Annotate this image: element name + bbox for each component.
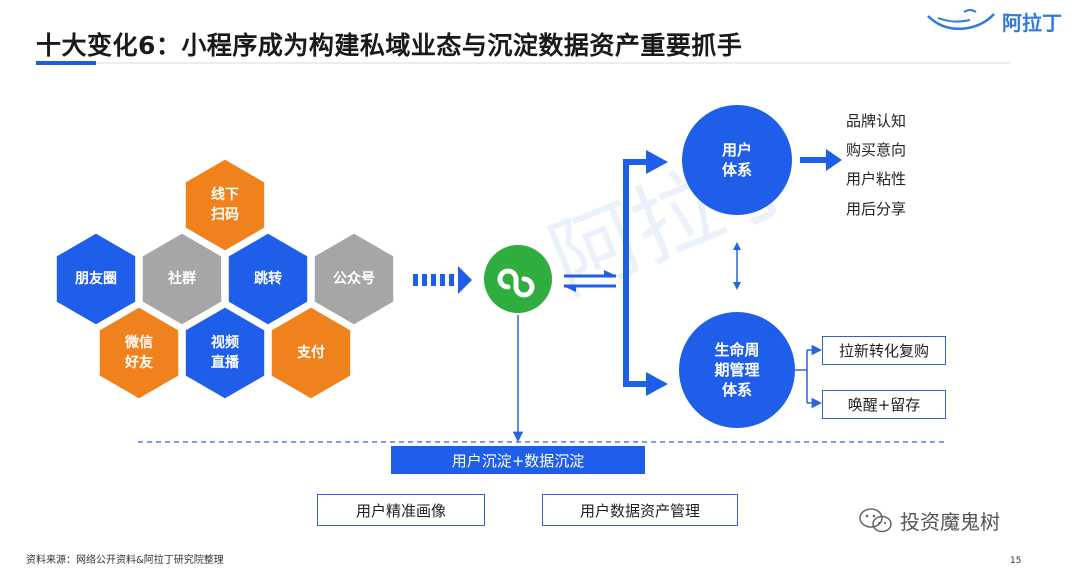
brand-name: 阿拉丁 bbox=[1002, 10, 1062, 35]
dashed-arrow bbox=[413, 266, 472, 294]
hexagon-label-gongzhonghao: 公众号 bbox=[333, 271, 375, 287]
hexagon-zhifu bbox=[268, 304, 354, 402]
hexagon-label-zhifu: 支付 bbox=[297, 345, 325, 361]
attribute-stickiness: 用户粘性 bbox=[846, 170, 907, 188]
bracket-arrows bbox=[623, 150, 668, 396]
wechat-icon bbox=[859, 507, 892, 532]
user-system-label: 用户 体系 bbox=[721, 141, 752, 179]
hexagon-label-xianxia-saoma: 线下 扫码 bbox=[211, 187, 239, 223]
hexagon-label-tiaozhuan: 跳转 bbox=[254, 271, 282, 287]
wechat-watermark: 投资魔鬼树 bbox=[858, 506, 1000, 535]
hexagon-label-shequn: 社群 bbox=[168, 271, 196, 287]
hexagon-label-pengyouquan: 朋友圈 bbox=[75, 271, 117, 287]
asset-management-box: 用户数据资产管理 bbox=[542, 494, 738, 526]
hexagon-pengyouquan bbox=[53, 230, 139, 328]
hexagon-label-weixin-haoyou: 微信 好友 bbox=[125, 335, 153, 371]
circle-link-arrow bbox=[733, 242, 741, 290]
attribute-brand-awareness: 品牌认知 bbox=[846, 112, 907, 130]
channel-hexagons bbox=[53, 156, 397, 402]
reactivation-box: 唤醒+留存 bbox=[822, 390, 946, 419]
hexagon-shequn bbox=[139, 230, 225, 328]
attributes-arrow bbox=[800, 149, 842, 171]
hexagon-weixin-haoyou bbox=[96, 304, 182, 402]
footer-source: 资料来源：网络公开资料&阿拉丁研究院整理 bbox=[26, 555, 224, 566]
page-title: 十大变化6：小程序成为构建私域业态与沉淀数据资产重要抓手 bbox=[36, 31, 743, 60]
lamp-icon bbox=[927, 9, 995, 30]
watermark-text: 投资魔鬼树 bbox=[900, 510, 1000, 534]
hexagon-shipin-zhibo bbox=[182, 304, 268, 402]
exchange-arrows bbox=[563, 270, 617, 292]
mini-program-icon bbox=[484, 245, 552, 313]
title-divider bbox=[36, 62, 1011, 64]
user-system-circle bbox=[682, 105, 792, 215]
hexagon-gongzhonghao bbox=[311, 230, 397, 328]
hexagon-tiaozhuan bbox=[225, 230, 311, 328]
page-number: 15 bbox=[1010, 556, 1022, 566]
hexagon-xianxia-saoma bbox=[182, 156, 268, 254]
user-portrait-box: 用户精准画像 bbox=[317, 494, 485, 526]
lifecycle-system-circle bbox=[679, 312, 795, 428]
attribute-purchase-intent: 购买意向 bbox=[846, 141, 907, 159]
lifecycle-branch bbox=[795, 344, 823, 409]
lifecycle-system-label: 生命周 期管理 体系 bbox=[714, 341, 760, 399]
brand-logo: 阿拉丁 bbox=[924, 6, 1062, 36]
accumulation-bar: 用户沉淀+数据沉淀 bbox=[391, 446, 645, 474]
hexagon-label-shipin-zhibo: 视频 直播 bbox=[211, 335, 239, 371]
acquisition-box: 拉新转化复购 bbox=[822, 336, 946, 365]
title-accent-bar bbox=[36, 61, 96, 65]
attribute-sharing: 用后分享 bbox=[846, 200, 907, 218]
